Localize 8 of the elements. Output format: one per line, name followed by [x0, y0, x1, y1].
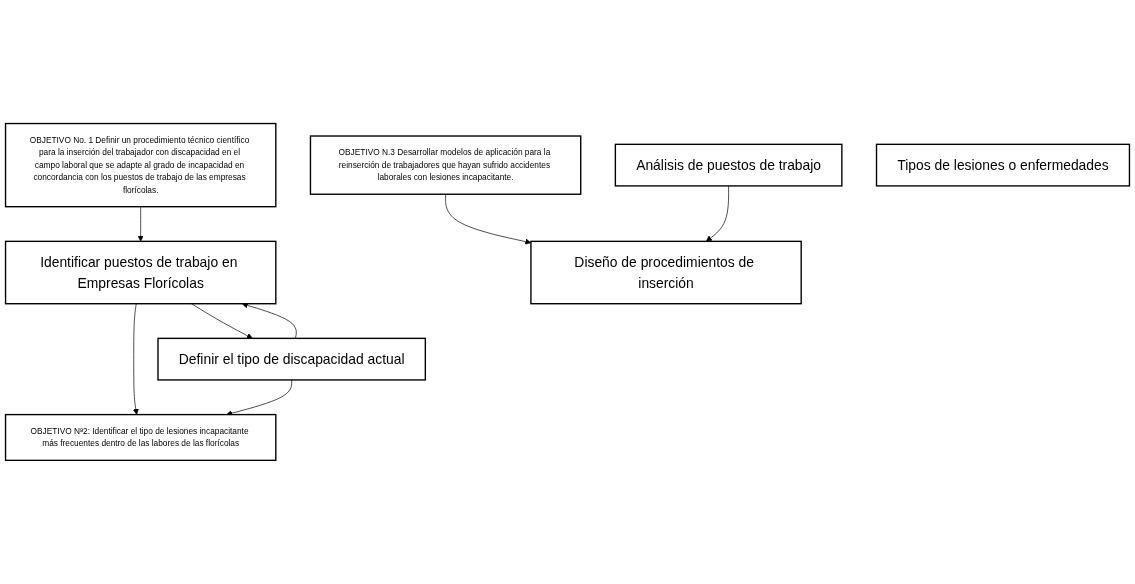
node-box: Análisis de puestos de trabajo	[614, 143, 843, 187]
node-box: Definir el tipo de discapacidad actual	[157, 337, 427, 381]
node-box: Identificar puestos de trabajo en Empresas Florícolas	[4, 240, 277, 305]
node-box: Diseño de procedimientos de inserción	[530, 240, 802, 305]
node-box: OBJETIVO Nª2: Identificar el tipo de lesiones incapacitante más frecuentes dentro de las labores de las florícolas	[4, 413, 277, 462]
node-box: Tipos de lesiones o enfermedades	[875, 143, 1131, 187]
node-box: OBJETIVO No. 1 Definir un procedimiento técnico científico para la inserción del trabajador con discapacidad en el campo laboral que se adapte al grado de incapacidad en concordancia con los puestos de trabajo de las empresas florícolas.	[4, 122, 277, 208]
node-box: OBJETIVO N.3 Desarrollar modelos de aplicación para la reinserción de trabajadores que hayan sufrido accidentes laborales con lesiones incapacitante.	[309, 135, 582, 195]
